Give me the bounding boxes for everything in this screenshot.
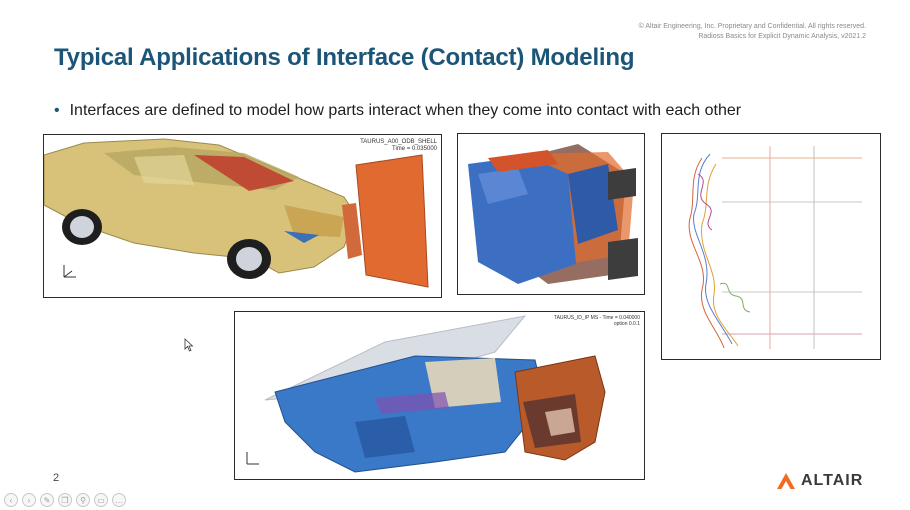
dash-sim-label-1: TAURUS_ID_IP MS - Time = 0.040000: [553, 315, 640, 321]
car-crash-drawing: [44, 135, 441, 297]
altair-logo-icon: [777, 473, 795, 489]
page-number: 2: [53, 472, 60, 484]
copyright-line-2: Radioss Basics for Explicit Dynamic Anal…: [698, 33, 866, 40]
dashboard-image: TAURUS_ID_IP MS - Time = 0.040000 option…: [234, 311, 645, 480]
screen-icon[interactable]: ▭: [94, 493, 108, 507]
seat-mesh-image: [457, 133, 645, 295]
copyright-notice: © Altair Engineering, Inc. Proprietary a…: [639, 22, 866, 42]
line-plot-image: [661, 133, 881, 360]
car-crash-image: TAURUS_A00_ODB_SHELL Time = 0.035000: [43, 134, 442, 298]
bullet-text: Interfaces are defined to model how part…: [69, 102, 742, 119]
previous-icon[interactable]: ‹: [4, 493, 18, 507]
bullet-point: • Interfaces are defined to model how par…: [54, 102, 741, 120]
slideshow-toolbar: ‹ › ✎ ❐ ⚲ ▭ …: [4, 493, 126, 507]
dashboard-drawing: [235, 312, 644, 479]
dash-sim-label-2: option 0.0.1: [613, 321, 640, 327]
more-icon[interactable]: …: [112, 493, 126, 507]
copyright-line-1: © Altair Engineering, Inc. Proprietary a…: [638, 23, 866, 30]
zoom-icon[interactable]: ⚲: [76, 493, 90, 507]
altair-logo: ALTAIR: [776, 472, 863, 490]
car-sim-label: TAURUS_A00_ODB_SHELL Time = 0.035000: [360, 139, 437, 153]
pointer-cursor-icon: [184, 338, 194, 352]
slide-title: Typical Applications of Interface (Conta…: [54, 44, 635, 71]
pen-icon[interactable]: ✎: [40, 493, 54, 507]
copy-icon[interactable]: ❐: [58, 493, 72, 507]
dash-sim-label: TAURUS_ID_IP MS - Time = 0.040000 option…: [554, 315, 640, 327]
bullet-dot: •: [54, 102, 60, 119]
car-sim-label-2: Time = 0.035000: [392, 146, 437, 152]
altair-logo-text: ALTAIR: [801, 472, 864, 489]
seat-mesh-drawing: [458, 134, 644, 294]
line-plot-drawing: [662, 134, 880, 359]
next-icon[interactable]: ›: [22, 493, 36, 507]
car-sim-label-1: TAURUS_A00_ODB_SHELL: [360, 139, 437, 145]
